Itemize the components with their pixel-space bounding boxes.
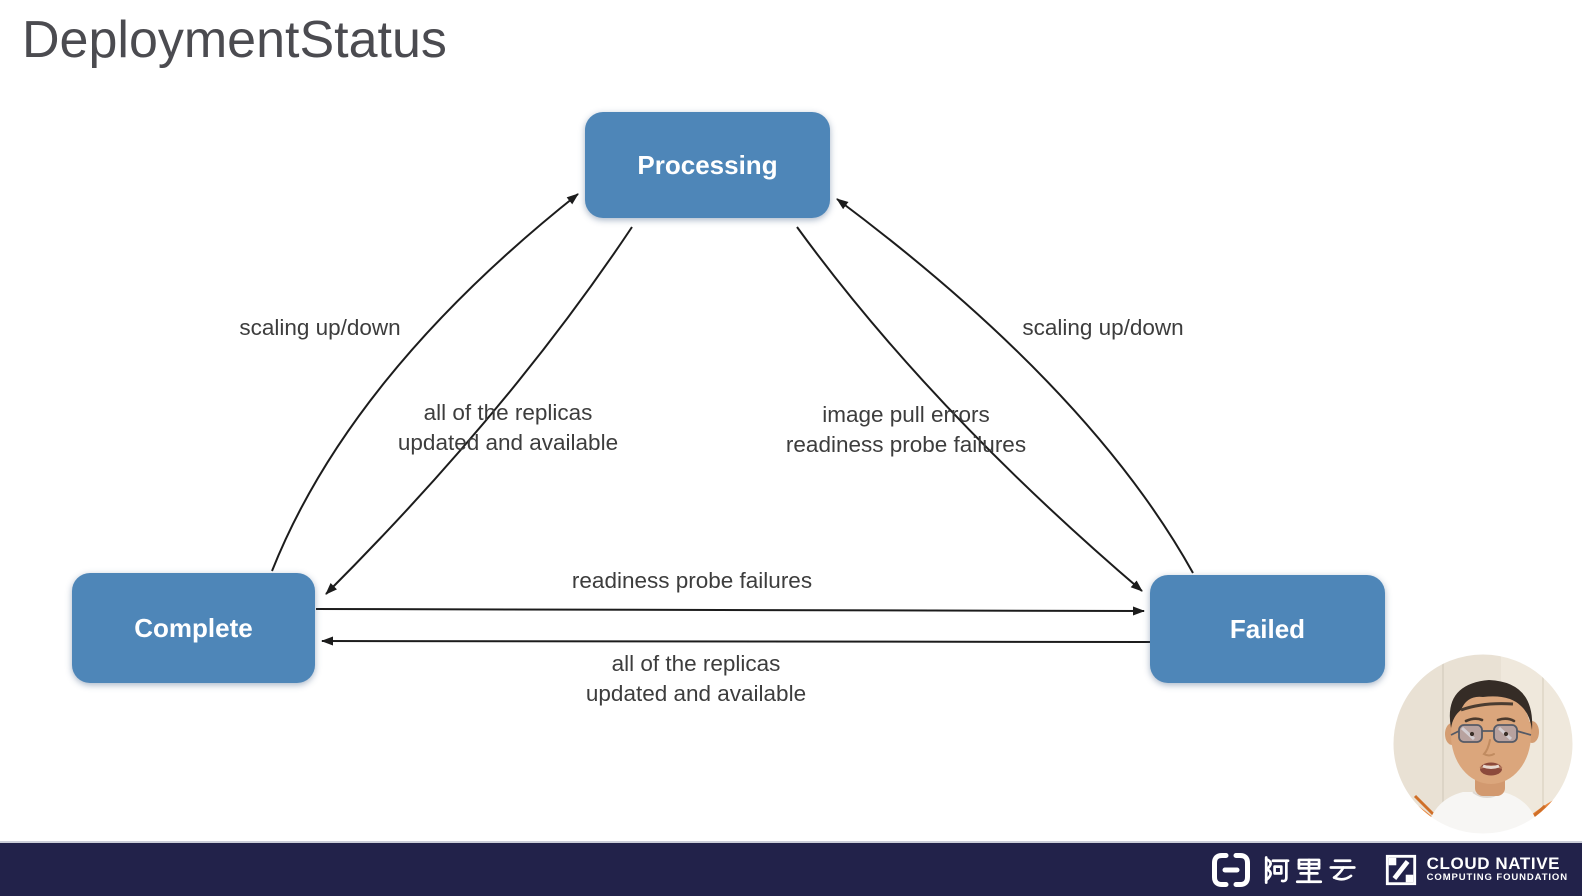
alibaba-cloud-wordmark <box>1264 855 1356 884</box>
footer-brand-bar: CLOUD NATIVE COMPUTING FOUNDATION <box>0 841 1582 896</box>
webcam-overlay <box>1386 647 1580 841</box>
edge-complete-to-processing-arrow <box>271 193 579 572</box>
edge-label-failed-to-complete: all of the replicas updated and availabl… <box>585 651 807 706</box>
node-complete: Complete <box>72 573 315 683</box>
edge-complete-to-failed-arrow <box>315 606 1145 616</box>
edge-failed-to-complete-arrow <box>321 636 1151 646</box>
cncf-logo: CLOUD NATIVE COMPUTING FOUNDATION <box>1384 853 1568 887</box>
edge-label-complete-to-processing: scaling up/down <box>239 315 401 341</box>
node-processing: Processing <box>585 112 830 218</box>
edge-label-processing-to-failed: image pull errors readiness probe failur… <box>785 402 1027 457</box>
presenter-avatar-icon <box>1386 647 1580 841</box>
node-complete-label: Complete <box>134 612 253 643</box>
cncf-wordmark-line1: CLOUD NATIVE <box>1426 853 1561 873</box>
node-processing-label: Processing <box>637 149 778 180</box>
edge-failed-to-processing-arrow <box>836 198 1194 574</box>
edge-label-failed-to-processing: scaling up/down <box>1022 315 1184 341</box>
alibaba-cloud-logo <box>1210 852 1356 888</box>
cncf-cube-icon <box>1385 854 1416 885</box>
alibaba-cloud-brackets-icon <box>1211 852 1250 887</box>
cncf-wordmark-line2: COMPUTING FOUNDATION <box>1426 872 1568 884</box>
page-title: DeploymentStatus <box>22 11 447 69</box>
edge-label-complete-to-failed: readiness probe failures <box>571 568 813 594</box>
node-failed: Failed <box>1150 575 1385 683</box>
cncf-wordmark: CLOUD NATIVE COMPUTING FOUNDATION <box>1426 853 1568 885</box>
node-failed-label: Failed <box>1229 613 1306 644</box>
edge-label-processing-to-complete: all of the replicas updated and availabl… <box>397 400 619 455</box>
